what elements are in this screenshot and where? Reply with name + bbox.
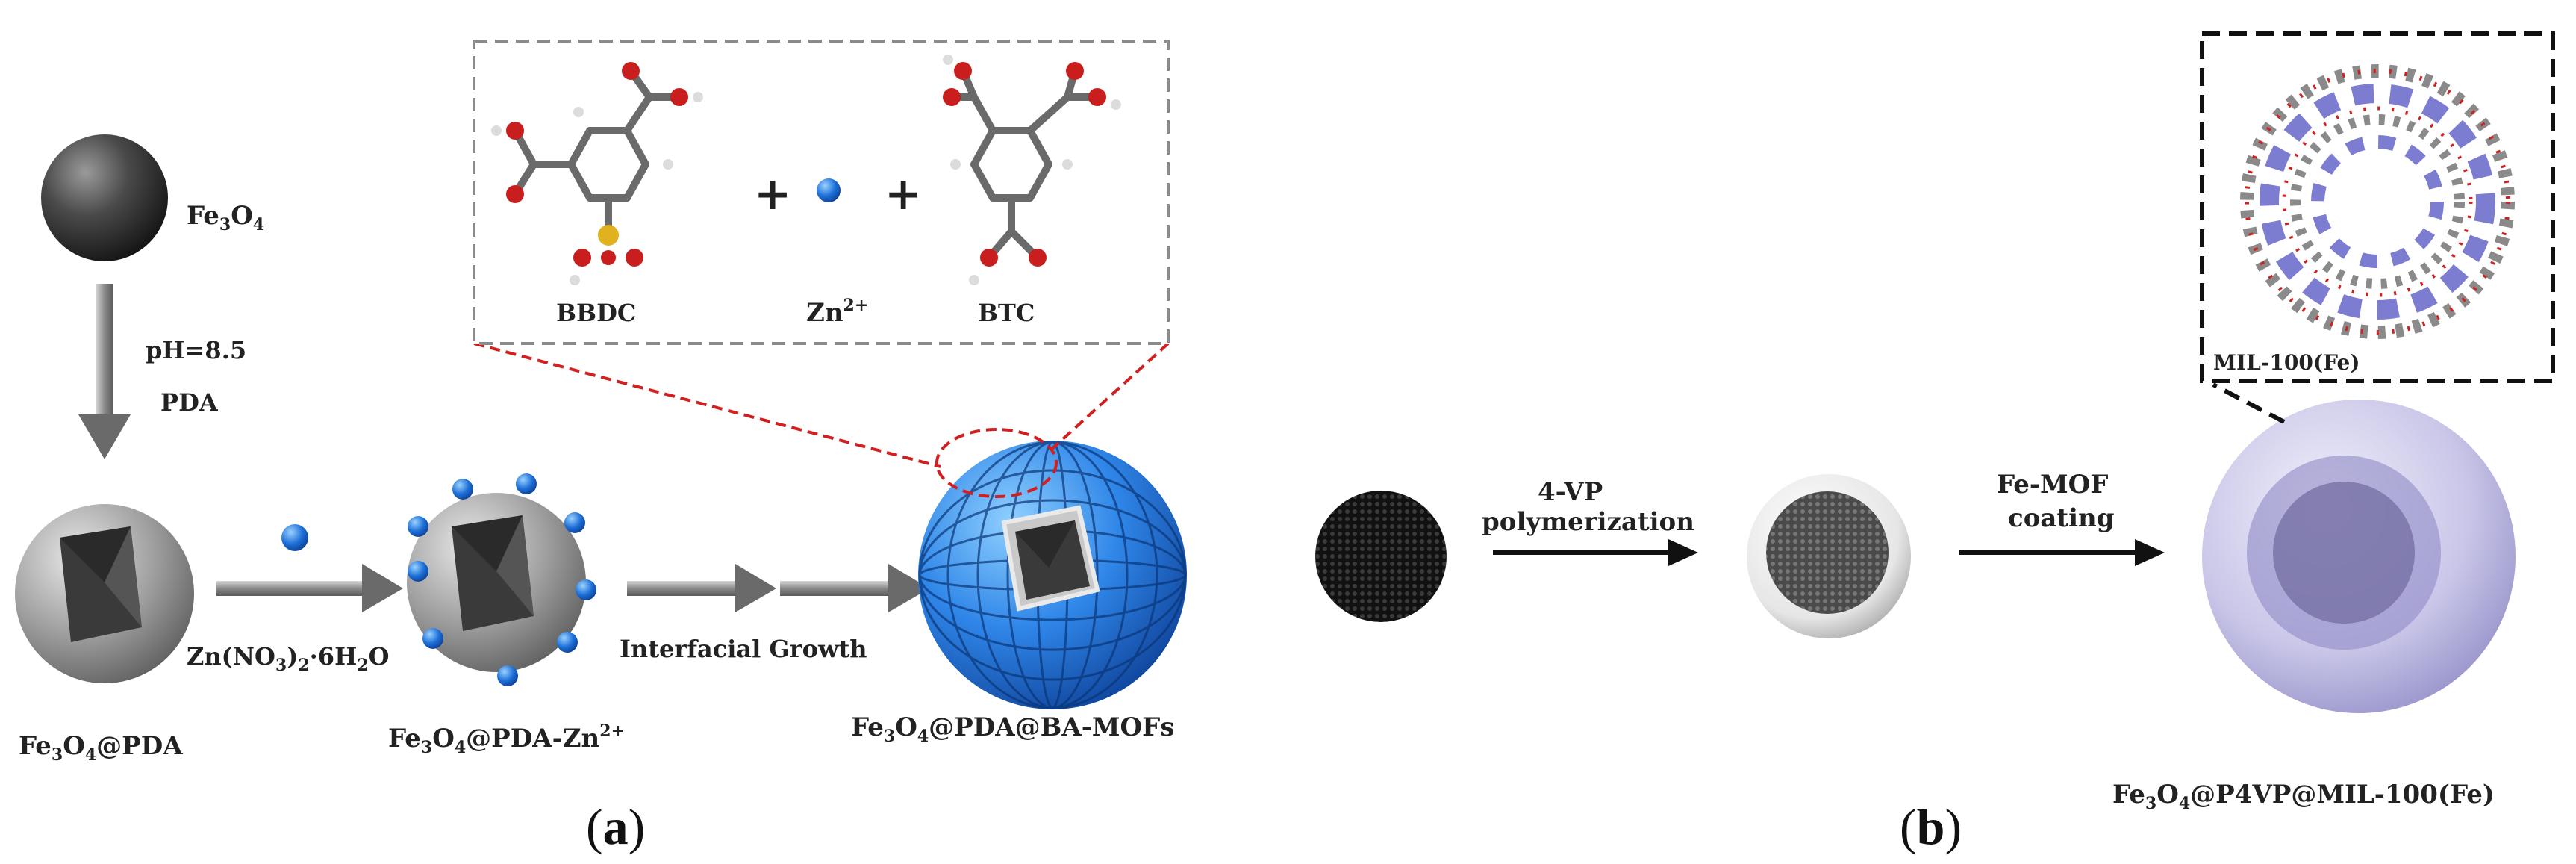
btc-molecule (943, 55, 1121, 285)
pda-reagent: PDA (160, 388, 219, 417)
btc-label: BTC (978, 299, 1035, 327)
panel-a-label: (a) (586, 798, 645, 855)
plus-sign-2: + (885, 168, 922, 220)
zoom-ellipse (935, 428, 1058, 498)
mil100-inset-box (2200, 31, 2555, 383)
4vp-label: 4-VP (1538, 477, 1603, 507)
ph-condition: pH=8.5 (146, 336, 246, 364)
panel-b: 4-VP polymerization Fe-MOF coating (1315, 31, 2555, 855)
mof-coating-arrow (1959, 539, 2165, 566)
mil100-label: MIL-100(Fe) (2213, 350, 2360, 375)
zn-ion-icon (281, 524, 308, 551)
fe3o4-core-particle (1315, 491, 1447, 622)
bbdc-molecule (491, 62, 703, 285)
fe3o4-p4vp-mil100-particle (2202, 400, 2516, 713)
fe3o4-pda-ba-mofs-label: Fe3O4@PDA@BA-MOFs (851, 712, 1174, 746)
fe3o4-pda-zn-label: Fe3O4@PDA-Zn2+ (388, 721, 625, 757)
panel-b-label: (b) (1900, 798, 1962, 855)
interfacial-growth-label: Interfacial Growth (620, 635, 867, 663)
growth-arrows (627, 564, 929, 612)
bbdc-label: BBDC (556, 299, 636, 327)
fe3o4-p4vp-mil100-label: Fe3O4@P4VP@MIL-100(Fe) (2112, 780, 2495, 813)
fe3o4-pda-zn-particle (407, 473, 596, 686)
fe3o4-p4vp-particle (1747, 474, 1911, 638)
fe-mof-label: Fe-MOF (1997, 470, 2108, 500)
polymerization-arrow (1493, 539, 1698, 566)
down-arrow (78, 284, 131, 459)
panel-a: Fe3O4 pH=8.5 PDA Zn(NO3)2·6H2O (15, 40, 1187, 855)
fe3o4-pda-particle (15, 504, 194, 683)
zoom-line-right (1047, 342, 1170, 453)
zn-nitrate-reagent: Zn(NO3)2·6H2O (187, 642, 389, 675)
fe3o4-label: Fe3O4 (187, 201, 264, 234)
zn-ion-inset (817, 178, 841, 202)
fe3o4-sphere (41, 134, 168, 261)
zn-label: Zn2+ (806, 296, 868, 328)
mof-zoom-line (2212, 382, 2286, 424)
zoom-line-left (473, 342, 941, 468)
fe3o4-pda-label: Fe3O4@PDA (19, 731, 183, 765)
plus-sign-1: + (754, 168, 791, 220)
polymerization-label: polymerization (1482, 507, 1694, 537)
zn-arrow (216, 564, 403, 612)
mil100-structure (2240, 64, 2515, 339)
mof-coated-particle (918, 441, 1187, 709)
coating-label: coating (2008, 503, 2115, 533)
